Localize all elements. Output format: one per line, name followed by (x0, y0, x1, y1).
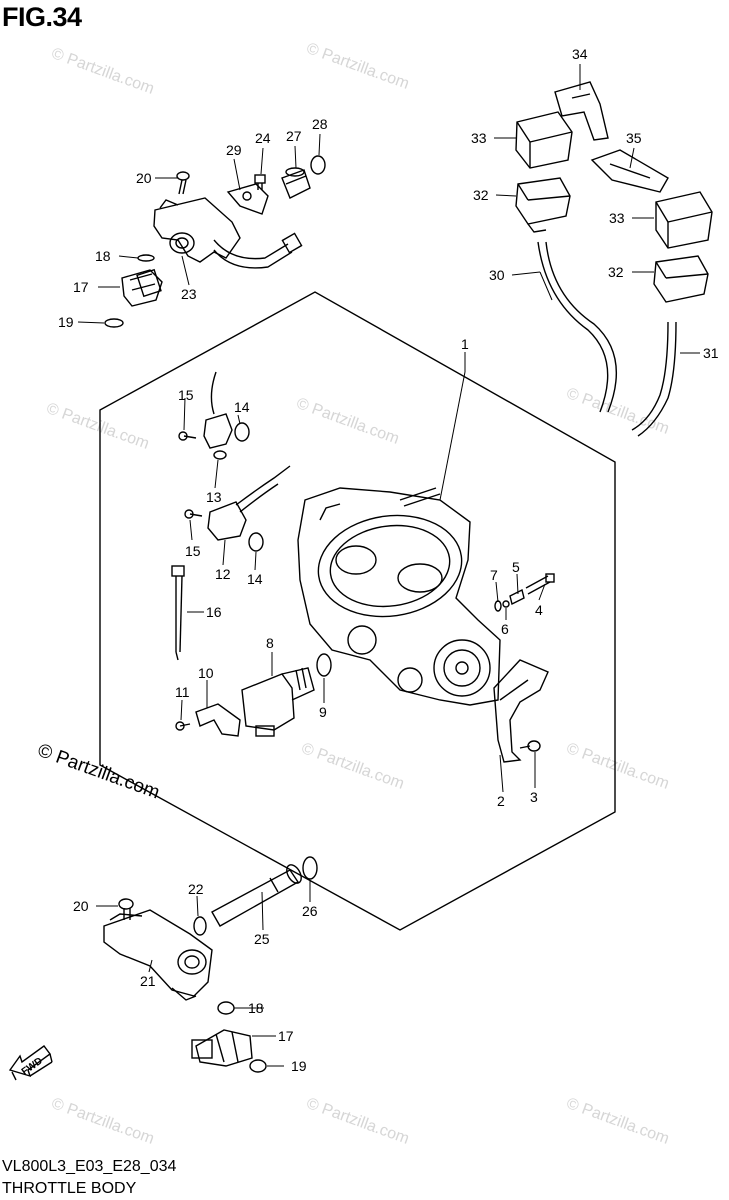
vacuum-hose (537, 241, 609, 413)
fuel-injector-lower (191, 1029, 253, 1067)
throttle-body (297, 487, 501, 706)
sensor-lower (655, 191, 713, 249)
callout-17-upper: 17 (73, 279, 89, 295)
screw (189, 513, 203, 517)
bolt-lower (118, 898, 134, 920)
screw (254, 174, 266, 190)
washer (502, 600, 510, 608)
callout-16: 16 (206, 604, 222, 620)
callout-32-upper: 32 (473, 187, 489, 203)
o-ring (193, 916, 207, 936)
callout-18-upper: 18 (95, 248, 111, 264)
callout-17-lower: 17 (278, 1028, 294, 1044)
callout-14-lower: 14 (247, 571, 263, 587)
cable-bracket (493, 659, 549, 763)
fuel-injector-upper (121, 268, 163, 307)
bolt-upper (176, 171, 190, 195)
callout-21: 21 (140, 973, 156, 989)
callout-19-lower: 19 (291, 1058, 307, 1074)
o-ring (217, 1001, 235, 1015)
temperature-sensor (241, 667, 315, 737)
fuel-rail-lower (103, 909, 213, 1001)
callout-4: 4 (535, 602, 543, 618)
fuel-pipe (211, 864, 302, 927)
callout-18-lower: 18 (248, 1000, 264, 1016)
callout-2: 2 (497, 793, 505, 809)
callout-29: 29 (226, 142, 242, 158)
pressure-sensor-upper (515, 177, 571, 233)
callout-32-lower: 32 (608, 264, 624, 280)
callout-27: 27 (286, 128, 302, 144)
fuel-joint (281, 167, 311, 199)
callout-15-lower: 15 (185, 543, 201, 559)
bracket (195, 703, 241, 737)
callout-9: 9 (319, 704, 327, 720)
callout-19-upper: 19 (58, 314, 74, 330)
drawing-title: THROTTLE BODY (2, 1180, 137, 1197)
screw (179, 723, 191, 727)
throttle-position-sensor (203, 371, 233, 460)
callout-5: 5 (512, 559, 520, 575)
callout-28: 28 (312, 116, 328, 132)
o-ring (248, 532, 264, 552)
callout-20-upper: 20 (136, 170, 152, 186)
spring (509, 588, 525, 606)
callout-30: 30 (489, 267, 505, 283)
callout-13: 13 (206, 489, 222, 505)
callout-33-lower: 33 (609, 210, 625, 226)
callout-35: 35 (626, 130, 642, 146)
callout-34: 34 (572, 46, 588, 62)
callout-12: 12 (215, 566, 231, 582)
intake-air-pressure-sensor (207, 465, 291, 541)
callout-1: 1 (461, 336, 469, 352)
callout-7: 7 (490, 567, 498, 583)
assembly-border (99, 291, 616, 931)
seal (249, 1059, 267, 1073)
callout-23: 23 (181, 286, 197, 302)
o-ring (310, 155, 326, 175)
screw (519, 740, 541, 752)
o-ring (494, 600, 502, 612)
callout-24: 24 (255, 130, 271, 146)
callout-14-upper: 14 (234, 399, 250, 415)
fuel-rail-upper (153, 197, 303, 269)
sensor-upper (515, 111, 573, 169)
o-ring (316, 653, 332, 677)
callout-33-upper: 33 (471, 130, 487, 146)
retaining-plate (226, 183, 269, 215)
o-ring (234, 422, 250, 442)
adjuster-screw (525, 573, 555, 595)
forward-arrow-icon (8, 1045, 53, 1081)
callout-3: 3 (530, 789, 538, 805)
pressure-sensor-lower (653, 255, 709, 303)
bracket (590, 149, 669, 193)
callout-22: 22 (188, 881, 204, 897)
o-ring (137, 254, 155, 262)
callout-10: 10 (198, 665, 214, 681)
cable-tie (171, 565, 185, 661)
callout-31: 31 (703, 345, 719, 361)
drawing-code: VL800L3_E03_E28_034 (2, 1158, 177, 1175)
seal (104, 318, 124, 328)
figure-label: FIG.34 (2, 2, 82, 32)
callout-11: 11 (175, 684, 190, 700)
callout-26: 26 (302, 903, 318, 919)
o-ring (302, 856, 318, 880)
callout-6: 6 (501, 621, 509, 637)
callout-20-lower: 20 (73, 898, 89, 914)
callout-15-upper: 15 (178, 387, 194, 403)
vacuum-hose (631, 321, 669, 431)
bracket (554, 81, 609, 141)
screw (183, 435, 197, 439)
callout-25: 25 (254, 931, 270, 947)
callout-8: 8 (266, 635, 274, 651)
